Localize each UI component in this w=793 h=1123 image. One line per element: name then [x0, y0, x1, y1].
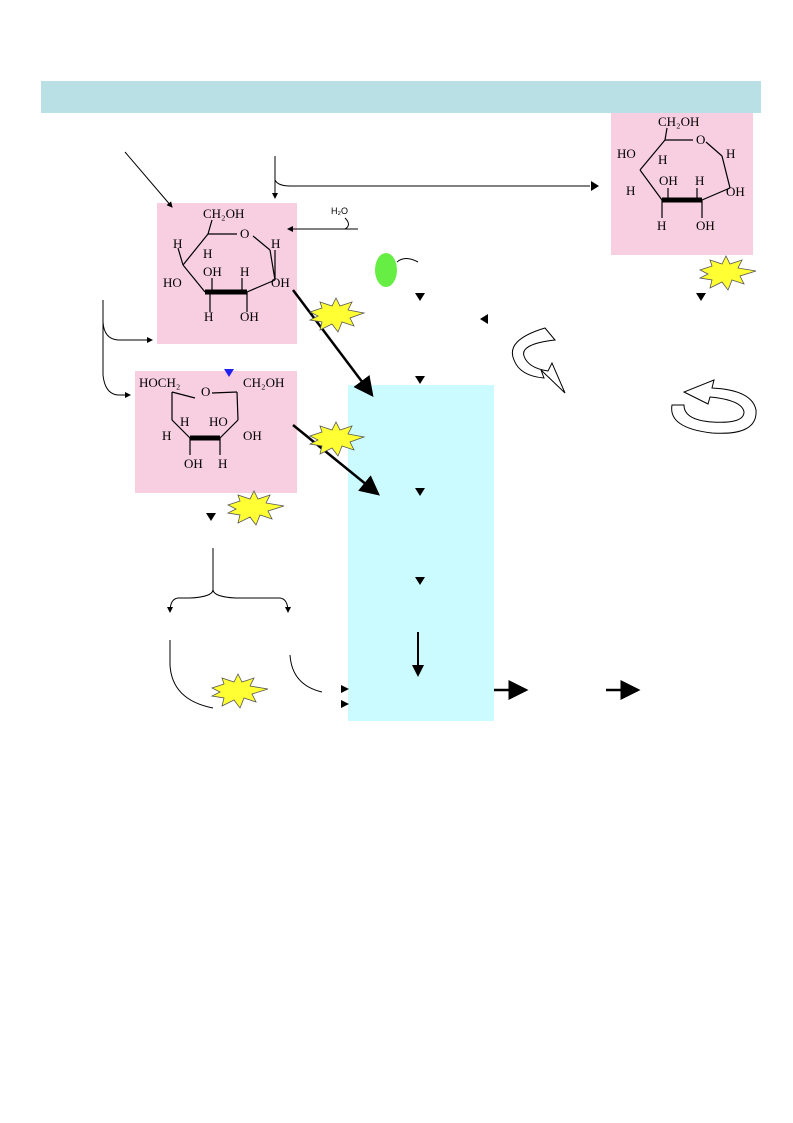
triangle-arrowhead-icon [341, 700, 349, 708]
curved-arrow-icon [671, 379, 757, 434]
triangle-arrowhead-icon [206, 513, 216, 521]
topright-oh-right: OH [726, 184, 745, 199]
topright-h-right: H [726, 146, 735, 161]
fructose-h-bottom: H [218, 456, 227, 471]
starburst-icon [308, 297, 366, 333]
fructose-ch2oh: CH₂OH [243, 375, 284, 390]
triangle-arrowhead-icon [415, 577, 425, 585]
fructose-hoch2: HOCH₂ [139, 375, 180, 390]
glucose-h-right: H [271, 236, 280, 251]
glucose-h-bottom: H [204, 309, 213, 324]
glucose-h-mid: H [240, 264, 249, 279]
header-band [41, 81, 761, 113]
fructose-ring-o: O [201, 384, 210, 399]
triangle-arrowhead-icon [415, 376, 425, 384]
lower-left-curve [169, 640, 214, 709]
starburst-icon [308, 421, 366, 457]
topright-oh-bottom: OH [696, 218, 715, 233]
green-oval-icon [375, 253, 397, 287]
starburst-icon [698, 255, 757, 291]
green-marker-curve [396, 258, 419, 263]
topright-ring-o: O [696, 132, 705, 147]
fructose-h-left: H [162, 428, 171, 443]
fructose-ho-mid: HO [209, 414, 228, 429]
topright-h-upper: H [658, 152, 667, 167]
blue-triangle-icon [224, 369, 234, 377]
curved-arrow-icon [512, 327, 566, 394]
fructose-oh-bottom: OH [184, 456, 203, 471]
triangle-arrowhead-icon [415, 488, 425, 496]
topright-oh-mid: OH [659, 173, 678, 188]
triangle-arrowhead-icon [591, 181, 599, 191]
bold-arrow-glucose [292, 289, 374, 397]
glucose-ring-o: O [240, 226, 249, 241]
topright-h-left: H [626, 183, 635, 198]
diagonal-arrow-top-left [124, 151, 173, 208]
topright-ho-left: HO [617, 146, 636, 161]
glucose-structure: CH₂OH O H H H HO OH H OH H OH [163, 206, 290, 324]
water-label: H₂O [331, 206, 348, 216]
glucose-oh-right: OH [271, 275, 290, 290]
glucose-oh-mid: OH [203, 264, 222, 279]
fructose-h-inner: H [180, 414, 189, 429]
left-branch-bracket [102, 300, 131, 398]
starburst-icon [210, 673, 269, 709]
topright-ch2oh: CH₂OH [658, 114, 699, 129]
top-bracket-line [274, 156, 590, 187]
glucose-ch2oh: CH₂OH [203, 206, 244, 221]
triangle-arrowhead-icon [341, 685, 349, 693]
topright-h-mid: H [695, 173, 704, 188]
glucose-ho-left: HO [163, 275, 182, 290]
lower-right-curve [289, 654, 323, 693]
glucose-h-upper: H [203, 246, 212, 261]
glucose-h-left: H [173, 236, 182, 251]
glucose-oh-bottom: OH [240, 309, 259, 324]
triangle-arrowhead-icon [480, 314, 488, 324]
fructose-oh-right: OH [243, 428, 262, 443]
starburst-icon [226, 490, 285, 526]
topright-sugar-structure: CH₂OH O HO H H H OH H OH H OH [617, 114, 745, 233]
lower-split-bracket [167, 548, 214, 613]
triangle-arrowhead-icon [696, 293, 706, 301]
bold-arrow-fructose [292, 424, 380, 496]
triangle-arrowhead-icon [415, 293, 425, 301]
fructose-structure: HOCH₂ O CH₂OH H HO H OH OH H [139, 375, 284, 471]
topright-h-bottom: H [657, 218, 666, 233]
fructose-box [135, 371, 297, 493]
